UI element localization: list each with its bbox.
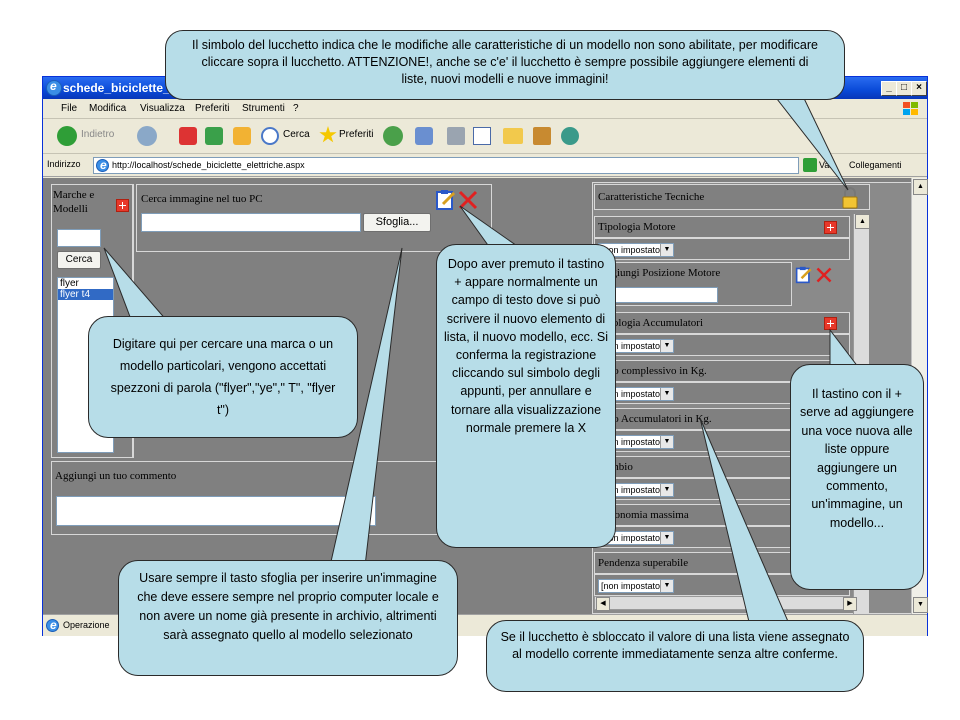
messenger-icon[interactable]	[561, 127, 579, 145]
page-scroll-down-icon[interactable]: ▼	[913, 597, 928, 613]
inner-horizontal-scrollbar[interactable]: ◀ ▶	[594, 596, 857, 611]
callout-save-cancel: Dopo aver premuto il tastino + appare no…	[436, 244, 616, 548]
forward-arrow-icon[interactable]	[137, 126, 157, 146]
row-max-range-value: [non impostato]▼	[594, 526, 850, 548]
cancel-x-icon[interactable]	[457, 189, 479, 211]
comment-input[interactable]	[56, 496, 376, 526]
toolbar: Indietro Cerca Preferiti	[43, 120, 927, 154]
callout-browse: Usare sempre il tasto sfoglia per inseri…	[118, 560, 458, 676]
row-label: Pendenza superabile	[598, 557, 689, 569]
address-input[interactable]: http://localhost/schede_biciclette_elett…	[93, 157, 799, 174]
tech-specs-header: Caratteristiche Tecniche	[594, 184, 870, 210]
row-battery-weight: Peso Accumulatori in Kg.	[594, 408, 850, 430]
callout-plus: Il tastino con il + serve ad aggiungere …	[790, 364, 924, 590]
menu-file[interactable]: File	[61, 103, 78, 114]
row-label: Tipologia Motore	[598, 221, 676, 233]
word-icon[interactable]	[473, 127, 491, 145]
motor-type-select[interactable]: [non impostato]▼	[598, 243, 674, 257]
menu-bar: File Modifica Visualizza Preferiti Strum…	[43, 99, 927, 119]
row-total-weight-value: [non impostato]▼	[594, 382, 850, 404]
total-weight-select[interactable]: [non impostato]▼	[598, 387, 674, 401]
home-icon[interactable]	[233, 127, 251, 145]
print-icon[interactable]	[447, 127, 465, 145]
callout-lock: Il simbolo del lucchetto indica che le m…	[165, 30, 845, 100]
mail-icon[interactable]	[415, 127, 433, 145]
add-motor-type-plus-icon[interactable]	[824, 221, 837, 234]
menu-modifica[interactable]: Modifica	[89, 103, 127, 114]
list-item[interactable]: flyer	[60, 278, 79, 289]
windows-logo-icon	[903, 102, 918, 115]
brands-label: Marche e Modelli	[53, 189, 95, 215]
row-label: Aggiungi Posizione Motore	[598, 267, 721, 279]
cancel-x-icon[interactable]	[815, 266, 833, 284]
scroll-up-arrow-icon[interactable]: ▲	[855, 214, 870, 229]
row-label: Autonomia massima	[598, 509, 689, 521]
history-icon[interactable]	[383, 126, 403, 146]
address-bar: Indirizzo http://localhost/schede_bicicl…	[43, 155, 927, 177]
row-motor-type-value: [non impostato]▼	[594, 238, 850, 260]
save-clipboard-icon[interactable]	[435, 189, 457, 211]
address-url: http://localhost/schede_biciclette_elett…	[112, 160, 305, 170]
comment-label: Aggiungi un tuo commento	[55, 470, 177, 482]
page-scroll-up-icon[interactable]: ▲	[913, 179, 928, 195]
window-title: schede_biciclette_e	[63, 81, 177, 95]
search-brand-button[interactable]: Cerca	[57, 251, 101, 269]
lock-icon[interactable]	[841, 187, 859, 209]
search-icon[interactable]	[261, 127, 279, 145]
callout-unlocked: Se il lucchetto è sbloccato il valore di…	[486, 620, 864, 692]
go-arrow-icon[interactable]	[803, 158, 817, 172]
save-clipboard-icon[interactable]	[795, 266, 813, 284]
stop-icon[interactable]	[179, 127, 197, 145]
back-arrow-icon[interactable]	[57, 126, 77, 146]
favorites-button[interactable]: Preferiti	[339, 129, 374, 140]
battery-type-select[interactable]: [non impostato]▼	[598, 339, 674, 353]
row-battery-weight-value: [non impostato]▼	[594, 430, 850, 452]
address-label: Indirizzo	[47, 159, 81, 169]
menu-visualizza[interactable]: Visualizza	[140, 103, 185, 114]
scroll-left-arrow-icon[interactable]: ◀	[596, 597, 610, 611]
max-slope-select[interactable]: [non impostato]▼	[598, 579, 674, 593]
battery-weight-select[interactable]: [non impostato]▼	[598, 435, 674, 449]
page-icon	[96, 158, 109, 173]
row-label: Peso complessivo in Kg.	[598, 365, 707, 377]
file-path-input[interactable]	[141, 213, 361, 232]
page-content: Marche e Modelli Cerca flyer flyer t4 Ce…	[43, 178, 928, 614]
links-button[interactable]: Collegamenti	[849, 160, 902, 170]
menu-preferiti[interactable]: Preferiti	[195, 103, 230, 114]
image-panel: Cerca immagine nel tuo PC Sfoglia...	[136, 184, 492, 252]
brand-search-input[interactable]	[57, 229, 101, 247]
menu-strumenti[interactable]: Strumenti	[242, 103, 285, 114]
status-page-icon	[46, 618, 59, 632]
add-brand-plus-icon[interactable]	[116, 199, 129, 212]
close-button[interactable]: ×	[911, 81, 927, 96]
ie-icon	[46, 79, 62, 96]
row-motor-position: Aggiungi Posizione Motore	[594, 262, 792, 306]
row-label: Peso Accumulatori in Kg.	[598, 413, 712, 425]
image-panel-label: Cerca immagine nel tuo PC	[141, 193, 263, 205]
go-button[interactable]: Vai	[819, 160, 832, 170]
row-max-slope: Pendenza superabile	[594, 552, 850, 574]
search-button[interactable]: Cerca	[283, 129, 310, 140]
callout-search: Digitare qui per cercare una marca o un …	[88, 316, 358, 438]
row-battery-type-value: [non impostato]▼	[594, 334, 850, 356]
row-total-weight: Peso complessivo in Kg.	[594, 360, 850, 382]
row-max-slope-value: [non impostato]▼	[594, 574, 850, 596]
scroll-right-arrow-icon[interactable]: ▶	[843, 597, 857, 611]
add-battery-type-plus-icon[interactable]	[824, 317, 837, 330]
row-motor-type: Tipologia Motore	[594, 216, 850, 238]
status-text: Operazione	[63, 620, 110, 630]
back-button[interactable]: Indietro	[81, 129, 115, 140]
list-item-selected[interactable]: flyer t4	[58, 289, 113, 300]
row-label: Tipologia Accumulatori	[598, 317, 704, 329]
folder-icon[interactable]	[503, 128, 523, 144]
browse-button[interactable]: Sfoglia...	[363, 213, 431, 232]
menu-help[interactable]: ?	[293, 103, 299, 114]
tech-specs-title: Caratteristiche Tecniche	[598, 191, 705, 203]
gearbox-select[interactable]: [non impostato]▼	[598, 483, 674, 497]
row-battery-type: Tipologia Accumulatori	[594, 312, 850, 334]
max-range-select[interactable]: [non impostato]▼	[598, 531, 674, 545]
refresh-icon[interactable]	[205, 127, 223, 145]
research-icon[interactable]	[533, 127, 551, 145]
